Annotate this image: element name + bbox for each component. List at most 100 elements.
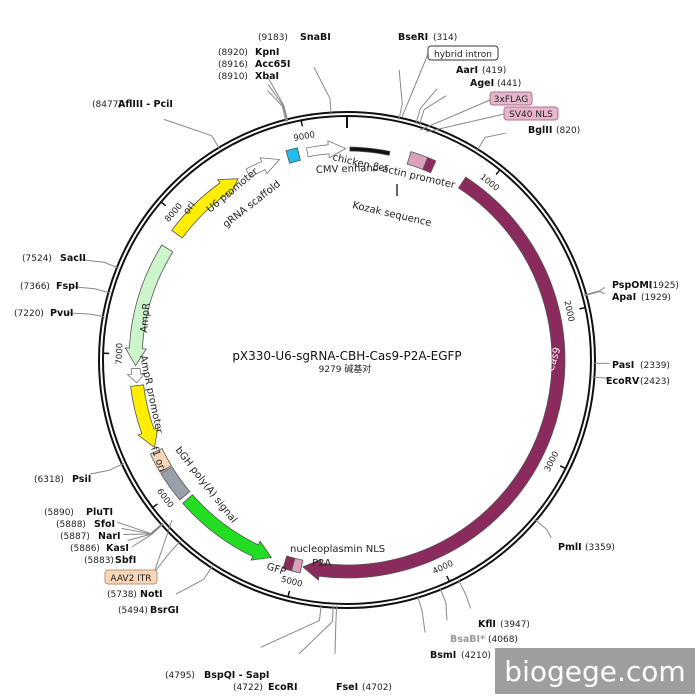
site-tick — [398, 103, 403, 120]
site-position: (2423) — [640, 377, 670, 387]
site-leader — [117, 521, 151, 535]
site-name: PsiI — [72, 474, 91, 485]
site-tick — [476, 137, 486, 152]
tick-mark — [300, 120, 304, 127]
site-name: XbaI — [255, 71, 279, 82]
site-tick — [94, 288, 111, 294]
site-position: (1925) — [649, 281, 679, 291]
site-tick — [418, 109, 425, 126]
feature-ampr — [124, 244, 174, 367]
site-leader — [423, 95, 447, 111]
site-position: (820) — [556, 126, 580, 136]
site-position: (7220) — [14, 309, 44, 319]
site-tick — [88, 313, 105, 318]
site-name: BglII — [528, 125, 552, 136]
site-tick — [283, 105, 289, 122]
site-name: KflI — [478, 619, 496, 630]
site-name: BseRI — [398, 32, 428, 43]
tick-label: 2000 — [561, 300, 575, 323]
site-leader — [445, 602, 448, 621]
site-leader — [421, 610, 426, 633]
tick-label: 4000 — [431, 559, 455, 577]
svg-text:3xFLAG: 3xFLAG — [494, 95, 528, 105]
site-tick — [151, 523, 164, 535]
site-tick — [329, 98, 332, 115]
site-leader — [599, 291, 606, 295]
site-position: (5883) — [84, 556, 114, 566]
site-leader — [298, 621, 333, 655]
site-name: PmlI — [558, 542, 582, 553]
site-position: (7366) — [20, 282, 50, 292]
site-position: (441) — [497, 79, 521, 89]
site-name: AgeI — [470, 78, 494, 89]
site-name: SbfI — [115, 555, 136, 566]
tick-mark — [446, 575, 451, 582]
site-position: (5887) — [60, 532, 90, 542]
site-position: (5890) — [44, 508, 74, 518]
site-position: (4702) — [362, 683, 392, 693]
backbone-outer — [98, 111, 596, 609]
site-position: (3947) — [500, 620, 530, 630]
site-leader — [74, 286, 95, 290]
watermark: biogege.com — [495, 648, 695, 694]
site-tick — [584, 291, 601, 297]
site-leader — [267, 84, 284, 107]
site-position: (9183) — [258, 33, 288, 43]
tick-label: 3000 — [543, 450, 562, 474]
site-position: (5886) — [70, 544, 100, 554]
feature-cas9 — [302, 176, 566, 581]
site-position: (4068) — [488, 635, 518, 645]
nucleoplasmin-nls-label: nucleoplasmin NLS — [290, 544, 385, 555]
site-leader — [334, 621, 337, 654]
site-tick — [415, 108, 421, 124]
site-position: (419) — [482, 66, 506, 76]
site-position: (8910) — [218, 72, 248, 82]
svg-text:SV40 NLS: SV40 NLS — [509, 110, 553, 120]
tick-label: 7000 — [115, 343, 126, 365]
site-leader — [419, 88, 438, 109]
flag-label: 3xFLAG — [419, 91, 533, 131]
site-name: AflIII - PciI — [118, 99, 173, 110]
site-name: FseI — [336, 682, 358, 693]
site-leader — [398, 69, 403, 104]
site-name: BsmI — [430, 650, 456, 661]
svg-text:biogege.com: biogege.com — [504, 655, 685, 688]
site-position: (5738) — [107, 590, 137, 600]
tick-mark — [287, 590, 291, 597]
site-tick — [211, 135, 221, 150]
site-name: FspI — [56, 281, 78, 292]
site-name: SfoI — [94, 519, 115, 530]
site-position: (6318) — [34, 475, 64, 485]
feature-nucleoplasmin-nls — [282, 555, 296, 572]
site-name: AarI — [456, 65, 478, 76]
tick-mark — [152, 503, 158, 509]
site-leader — [132, 534, 152, 548]
site-name: EcoRI — [268, 682, 298, 693]
feature-bgh-poly-a-signal — [160, 466, 191, 501]
site-position: (4722) — [233, 683, 263, 693]
site-leader — [153, 552, 170, 574]
site-name: KpnI — [255, 47, 279, 58]
site-tick — [318, 604, 322, 621]
site-position: (3359) — [585, 543, 615, 553]
site-position: (4795) — [165, 671, 195, 681]
hybrid-intron-label: hybrid intron — [401, 45, 499, 118]
plasmid-title: pX330-U6-sgRNA-CBH-Cas9-P2A-EGFP — [232, 349, 461, 363]
feature-ori — [171, 178, 239, 239]
site-position: (8920) — [218, 48, 248, 58]
feature-u6-promoter — [245, 157, 281, 178]
feature-ampr-promoter — [126, 367, 146, 384]
ampr-label: AmpR — [139, 302, 153, 333]
tick-label: 9000 — [293, 130, 316, 144]
site-tick — [331, 605, 334, 622]
site-tick — [169, 540, 181, 554]
site-position: (2339) — [640, 361, 670, 371]
feature-arrows — [124, 140, 566, 581]
site-position: (8916) — [218, 60, 248, 70]
site-name: BspQI - SapI — [204, 670, 269, 681]
feature-grna-scaffold — [285, 147, 301, 164]
site-leader — [80, 259, 104, 263]
site-name: NotI — [140, 589, 163, 600]
site-name: KasI — [106, 543, 129, 554]
